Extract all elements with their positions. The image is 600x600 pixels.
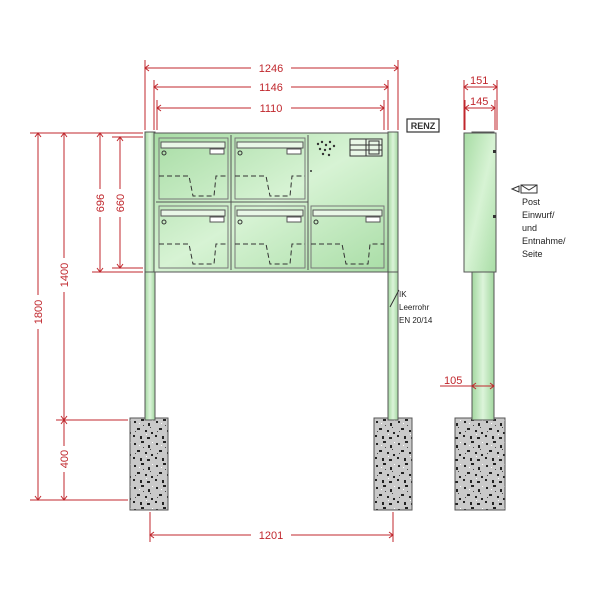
mailbox-door-2	[234, 137, 306, 200]
dim-height-foundation: 400	[57, 419, 71, 501]
dim-height-foundation-label: 400	[59, 450, 71, 468]
brand-logo: RENZ	[406, 118, 440, 133]
dim-side-depth-1: 151	[463, 75, 498, 130]
dim-side-depth-2: 145	[464, 96, 496, 130]
mailbox-door-5	[310, 205, 385, 269]
dim-post-spacing-label: 1201	[259, 530, 283, 542]
post-left	[144, 271, 156, 421]
foundation-right	[373, 417, 413, 511]
conduit-leader	[389, 289, 400, 308]
dim-height-upper: 1400	[56, 132, 128, 421]
dim-post-width-label: 105	[444, 375, 462, 387]
mailbox-door-4	[234, 205, 306, 269]
dim-height-total: 1800	[30, 132, 143, 501]
dim-width-inner-label: 1110	[260, 103, 283, 115]
brand-label: RENZ	[411, 121, 436, 131]
dim-height-box: 696	[92, 132, 143, 273]
side-slot-mark-2	[493, 215, 496, 218]
dim-height-upper-label: 1400	[59, 263, 71, 287]
mailbox-door-3	[158, 205, 229, 269]
conduit-label-2: Leerrohr	[399, 303, 430, 312]
side-note-5: Seite	[522, 249, 543, 259]
dim-width-box-label: 1146	[259, 82, 283, 94]
letter-icon	[510, 184, 538, 194]
dim-side-depth-1-label: 151	[470, 75, 488, 87]
dim-width-overall-label: 1246	[259, 63, 283, 75]
side-foundation	[454, 417, 506, 511]
foundation-left	[129, 417, 169, 511]
dim-post-width: 105	[440, 375, 495, 390]
dim-height-inner-label: 660	[115, 194, 127, 212]
dim-side-depth-2-label: 145	[470, 96, 488, 108]
side-mailbox	[463, 132, 497, 273]
side-note-3: und	[522, 223, 537, 233]
dim-width-box: 1146	[153, 80, 389, 130]
intercom-panel	[310, 138, 383, 172]
side-note-2: Einwurf/	[522, 210, 555, 220]
conduit-label-1: IK	[399, 290, 407, 299]
dim-height-box-label: 696	[95, 194, 107, 212]
dim-width-inner: 1110	[156, 100, 385, 130]
speaker-grille-icon	[316, 140, 336, 157]
dim-height-total-label: 1800	[33, 300, 45, 324]
side-note-1: Post	[522, 197, 541, 207]
side-note-4: Entnahme/	[522, 236, 566, 246]
mailbox-unit	[153, 132, 389, 273]
side-slot-mark-1	[493, 150, 496, 153]
conduit-label-3: EN 20/14	[399, 316, 433, 325]
dim-width-overall: 1246	[144, 60, 399, 130]
mailbox-door-1	[158, 137, 229, 200]
dim-height-inner: 660	[112, 136, 143, 269]
dim-post-spacing: 1201	[149, 512, 394, 542]
post-right-upper	[387, 131, 399, 273]
